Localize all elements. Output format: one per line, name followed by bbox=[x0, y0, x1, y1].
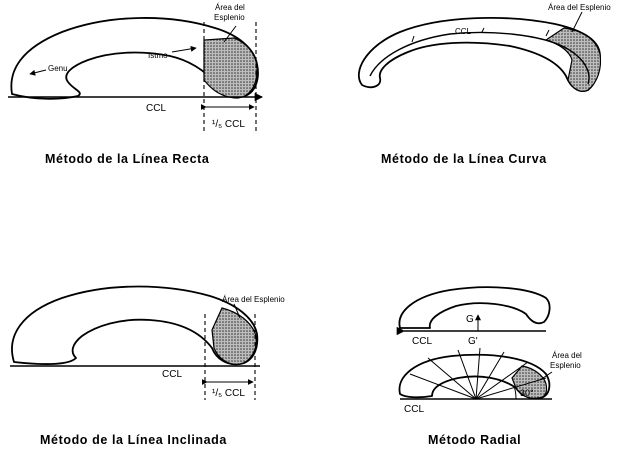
genu-label: Genu bbox=[48, 64, 68, 73]
corpus-callosum-outline-upper bbox=[398, 286, 551, 329]
genu-pointer bbox=[29, 69, 47, 76]
panel-linea-curva: Área del Esplenio CCL Método de la Línea… bbox=[357, 3, 611, 166]
caption-metodo-radial: Método Radial bbox=[428, 433, 521, 447]
fifth-ccl-label: ¹/₅ CCL bbox=[212, 119, 245, 130]
ccl-label-lower: CCL bbox=[404, 404, 424, 415]
area-label: Área del Esplenio bbox=[222, 295, 285, 304]
caption-linea-recta: Método de la Línea Recta bbox=[45, 152, 210, 166]
g-prime-label: G' bbox=[468, 336, 478, 347]
ccl-label: CCL bbox=[162, 369, 182, 380]
angle-label: 30° bbox=[520, 388, 534, 398]
curve-tick-3 bbox=[545, 29, 550, 37]
splenium-area bbox=[203, 37, 258, 99]
g-label: G bbox=[466, 314, 474, 325]
ccl-label: CCL bbox=[455, 27, 472, 36]
splenium-pointer bbox=[571, 11, 583, 33]
panel-metodo-radial: CCL G G' Área del Esplenio 30° CCL Métod… bbox=[396, 286, 582, 447]
ccl-label: CCL bbox=[146, 103, 166, 114]
panel-linea-recta: Área del Esplenio Istmo Genu CCL ¹/₅ CCL… bbox=[8, 3, 264, 166]
splenium-pointer bbox=[223, 25, 237, 43]
fifth-ccl-label: ¹/₅ CCL bbox=[212, 388, 245, 399]
area-label: Área del Esplenio bbox=[548, 3, 611, 12]
area-label-line1: Área del bbox=[552, 351, 582, 360]
area-label-line2: Esplenio bbox=[214, 13, 245, 22]
area-label-line2: Esplenio bbox=[550, 361, 581, 370]
radial-lines bbox=[404, 347, 547, 400]
area-label-line1: Área del bbox=[215, 3, 245, 12]
splenium-pointer-lower bbox=[539, 371, 553, 381]
panel-linea-inclinada: Área del Esplenio CCL ¹/₅ CCL Método de … bbox=[10, 285, 285, 447]
istmo-pointer bbox=[171, 45, 197, 53]
ccl-label-upper: CCL bbox=[412, 336, 432, 347]
splenium-pointer bbox=[233, 303, 241, 319]
caption-linea-inclinada: Método de la Línea Inclinada bbox=[40, 433, 227, 447]
istmo-label: Istmo bbox=[148, 51, 168, 60]
curve-tick-2 bbox=[481, 27, 485, 33]
caption-linea-curva: Método de la Línea Curva bbox=[381, 152, 547, 166]
splenium-area-lower bbox=[511, 365, 548, 399]
curve-tick-1 bbox=[411, 35, 415, 43]
ccl-curved-line bbox=[369, 31, 590, 85]
angle-arc bbox=[513, 385, 517, 400]
splenium-area bbox=[544, 27, 602, 92]
splenium-area bbox=[211, 307, 257, 365]
